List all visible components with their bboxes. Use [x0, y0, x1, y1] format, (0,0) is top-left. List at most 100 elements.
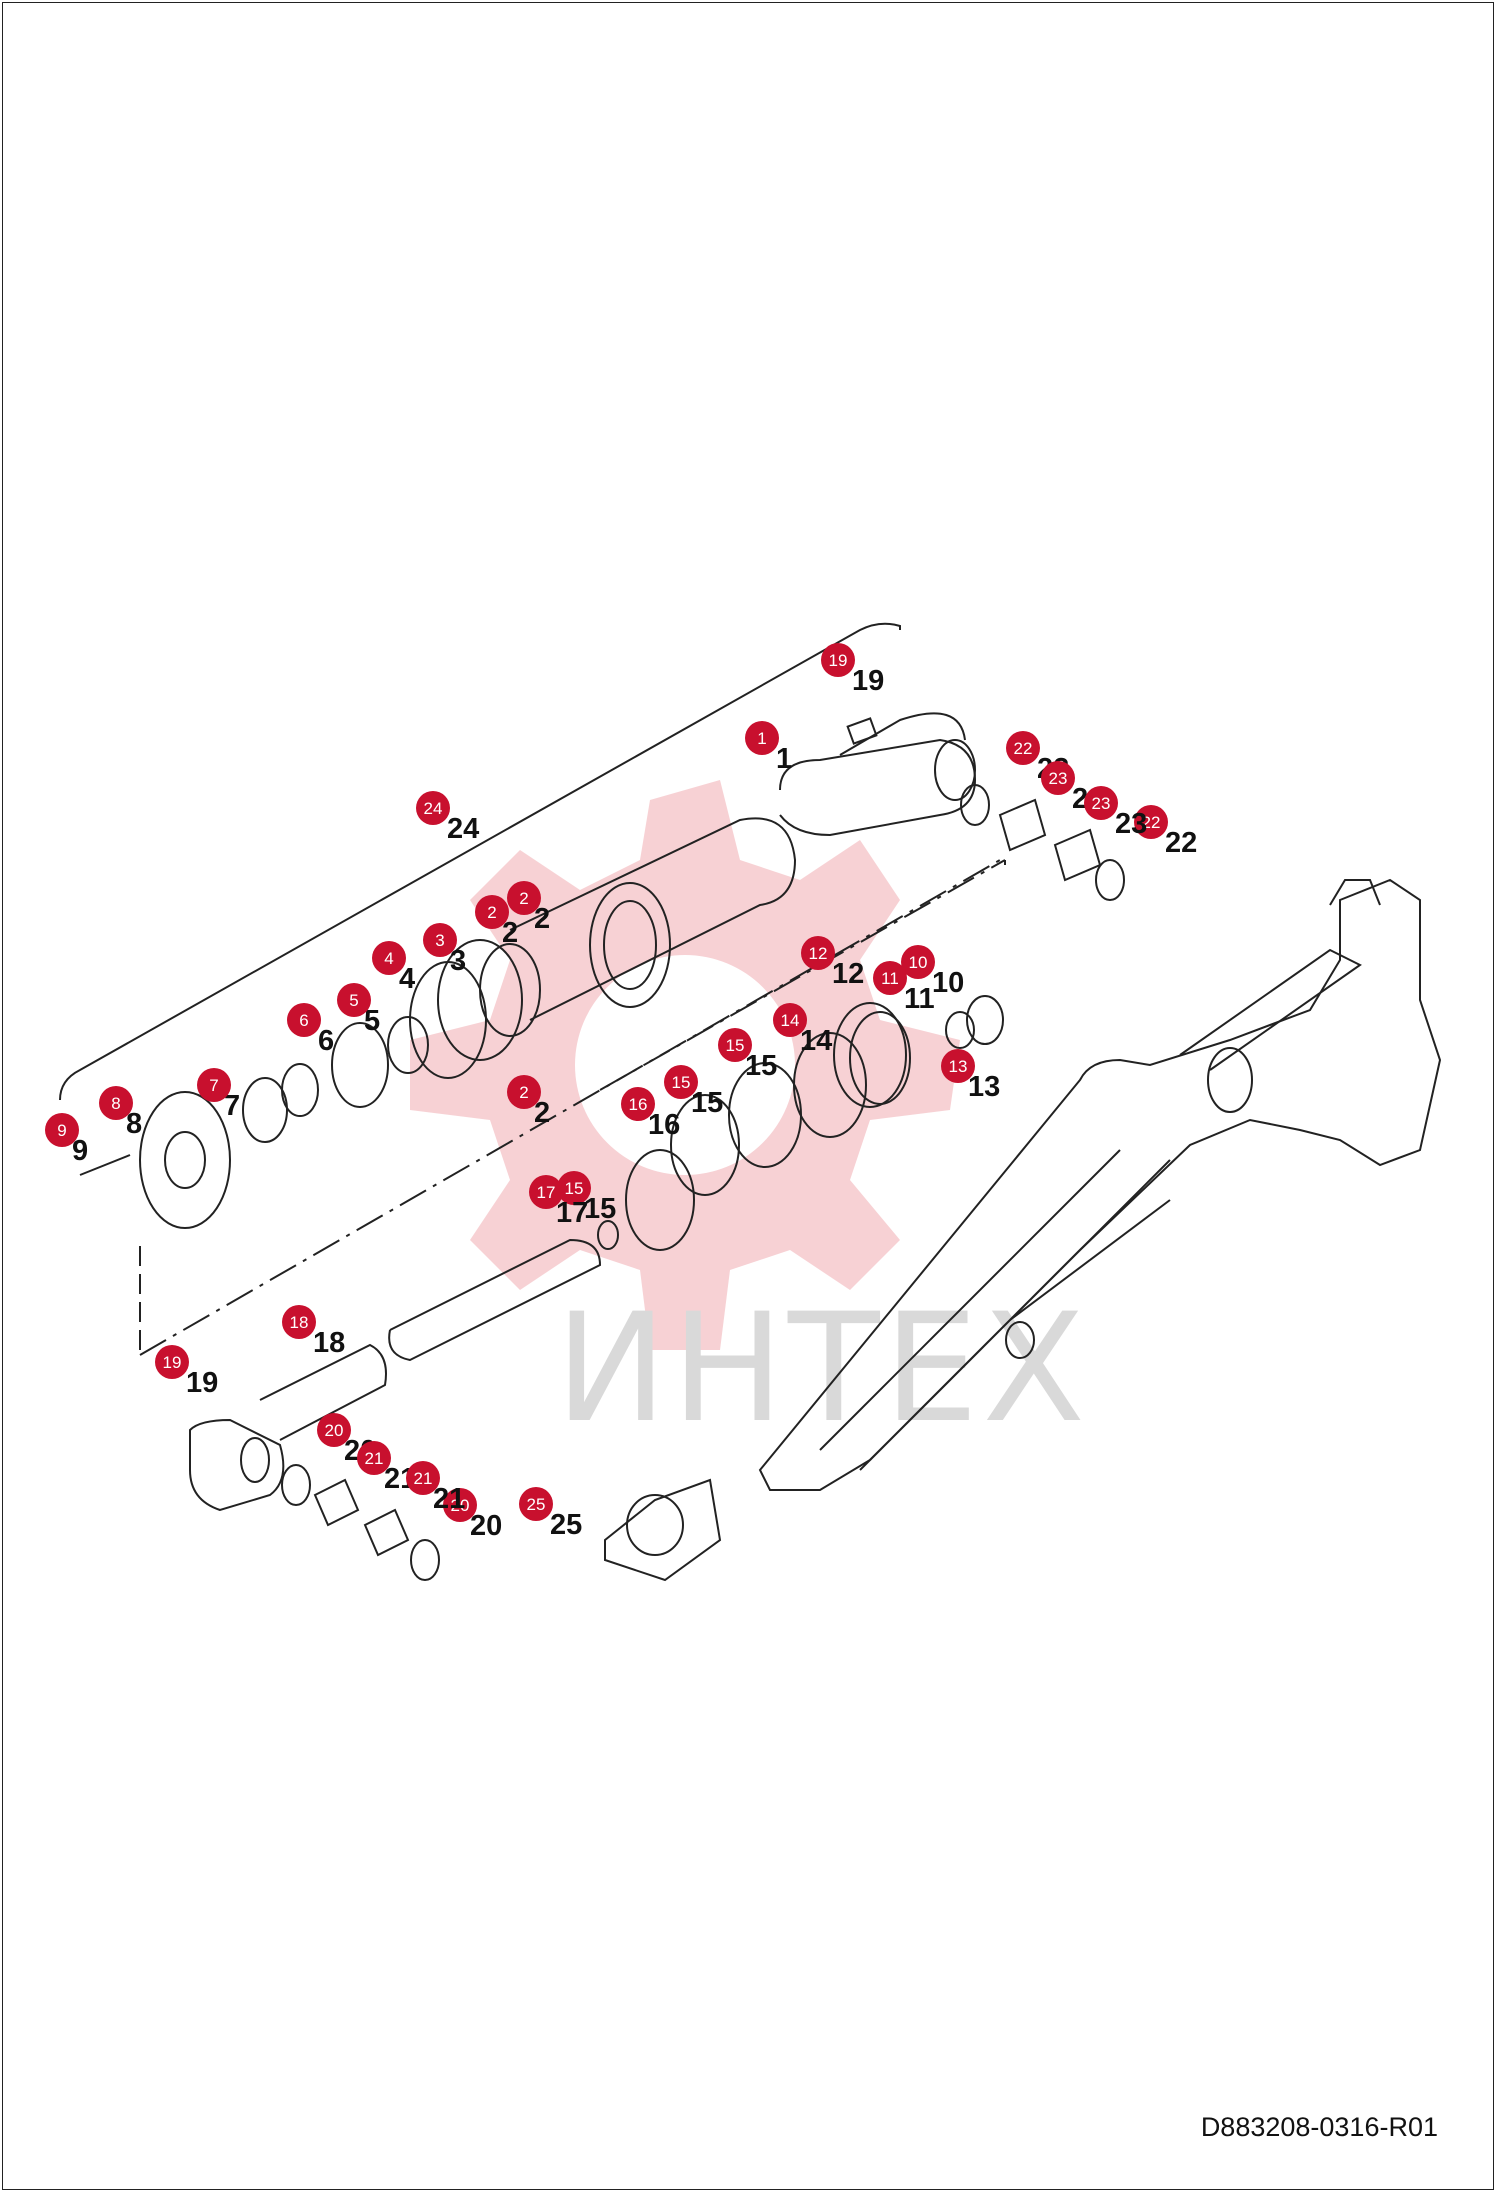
callout-badge [1006, 731, 1040, 765]
callout-4: 44 [372, 941, 415, 995]
callout-badge-number: 19 [829, 651, 848, 670]
callout-8: 88 [99, 1086, 142, 1140]
callout-badge-number: 19 [163, 1353, 182, 1372]
part-number-label: 2 [534, 1097, 550, 1129]
callout-badge-number: 2 [519, 1083, 528, 1102]
part-number-label: 12 [832, 958, 864, 990]
callout-7: 77 [197, 1068, 240, 1122]
callout-badge [197, 1068, 231, 1102]
callout-badge-number: 15 [672, 1073, 691, 1092]
part-number-label: 20 [470, 1510, 502, 1542]
part-number-label: 16 [648, 1109, 680, 1141]
callout-badge [941, 1049, 975, 1083]
callout-badge-number: 24 [424, 799, 443, 818]
part-number-label: 19 [852, 665, 884, 697]
callout-badge-number: 15 [565, 1179, 584, 1198]
callout-badge [475, 895, 509, 929]
callout-badge-number: 10 [909, 953, 928, 972]
callout-badge-number: 23 [1049, 769, 1068, 788]
callout-badge [773, 1003, 807, 1037]
callout-badge-number: 3 [435, 931, 444, 950]
part-number-label: 2 [534, 903, 550, 935]
callout-badge-number: 5 [349, 991, 358, 1010]
callout-badge-number: 25 [527, 1495, 546, 1514]
callout-badge-number: 22 [1014, 739, 1033, 758]
callout-badge [45, 1113, 79, 1147]
callout-badge-number: 22 [1142, 813, 1161, 832]
callout-badge [443, 1488, 477, 1522]
part-number-label: 15 [691, 1087, 723, 1119]
callout-badge [621, 1087, 655, 1121]
callout-badge [1084, 786, 1118, 820]
callout-badge-number: 17 [537, 1183, 556, 1202]
callout-badge [99, 1086, 133, 1120]
callout-badge-number: 7 [209, 1076, 218, 1095]
callout-badge-number: 20 [325, 1421, 344, 1440]
part-number-label: 5 [364, 1005, 380, 1037]
callout-badge-number: 4 [384, 949, 393, 968]
callout-badge [1134, 805, 1168, 839]
callout-badge [507, 881, 541, 915]
callout-1: 11 [745, 721, 792, 775]
part-number-label: 23 [1115, 808, 1147, 840]
callout-badge-number: 11 [881, 969, 899, 988]
part-number-label: 1 [776, 743, 792, 775]
callout-badge [357, 1441, 391, 1475]
callout-badge [718, 1028, 752, 1062]
callout-badge-number: 21 [414, 1469, 433, 1488]
callout-badge-number: 13 [949, 1057, 968, 1076]
part-number-label: 13 [968, 1071, 1000, 1103]
part-number-label: 6 [318, 1025, 334, 1057]
callout-9: 99 [45, 1113, 88, 1167]
part-number-label: 11 [904, 983, 935, 1015]
callout-badge [664, 1065, 698, 1099]
callout-badge-number: 21 [365, 1449, 384, 1468]
part-number-label: 3 [450, 945, 466, 977]
callout-badge [821, 643, 855, 677]
part-number-label: 7 [224, 1090, 240, 1122]
callout-badge-number: 14 [781, 1011, 800, 1030]
part-number-label: 21 [433, 1483, 465, 1515]
callout-badge [557, 1171, 591, 1205]
callout-badge [416, 791, 450, 825]
part-number-label: 10 [932, 967, 964, 999]
callout-badge-number: 15 [726, 1036, 745, 1055]
callout-badge [337, 983, 371, 1017]
part-number-label: 18 [313, 1327, 345, 1359]
callout-badge [1041, 761, 1075, 795]
callout-badge-number: 6 [299, 1011, 308, 1030]
callout-badge [529, 1175, 563, 1209]
callout-badge-number: 1 [757, 729, 766, 748]
callout-badge [317, 1413, 351, 1447]
callout-badge [801, 936, 835, 970]
part-number-label: 15 [745, 1050, 777, 1082]
callout-badge [155, 1345, 189, 1379]
part-number-label: 17 [556, 1197, 588, 1229]
callout-badge-number: 8 [111, 1094, 120, 1113]
part-number-label: 2 [502, 917, 518, 949]
part-number-label: 14 [800, 1025, 832, 1057]
callout-2: 22 [507, 1075, 550, 1129]
callout-badge [519, 1487, 553, 1521]
part-number-label: 15 [584, 1193, 616, 1225]
callout-badge [901, 945, 935, 979]
